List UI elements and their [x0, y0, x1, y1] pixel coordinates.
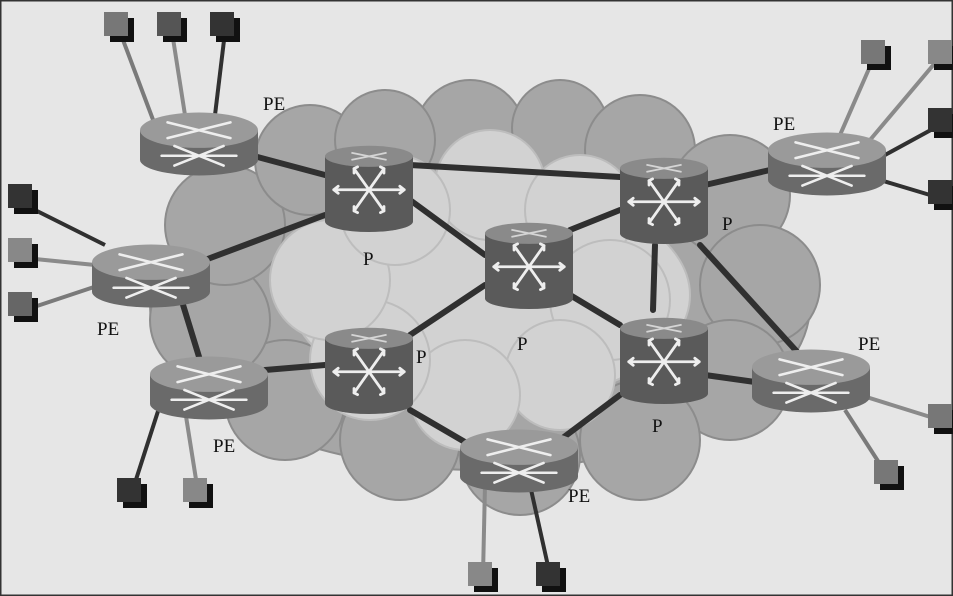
access-link: [481, 484, 487, 576]
link-p-tr-p-br: [650, 242, 658, 313]
access-link: [213, 31, 227, 116]
pe-label-top-right: PE: [773, 114, 795, 135]
access-link: [130, 404, 162, 493]
p-label-center: P: [517, 334, 528, 355]
pe-router-bottom-left: [148, 355, 270, 421]
terminal: [8, 184, 38, 214]
access-link: [170, 31, 187, 116]
p-router-bottom-left: [323, 326, 415, 416]
link-p-tl-p-c: [407, 197, 488, 258]
access-link: [118, 31, 157, 126]
pe-router-top-right: [766, 131, 888, 197]
p-label-bottom-left: P: [416, 347, 427, 368]
p-label-top-left: P: [363, 249, 374, 270]
terminal: [117, 478, 147, 508]
labels: P P P P P PE PE PE PE PE PE: [97, 94, 880, 507]
link-p-c-p-br: [567, 292, 623, 328]
link-p-bl-pe-b: [407, 407, 473, 448]
link-pe-l-p-tl: [202, 212, 328, 263]
terminal: [874, 460, 904, 490]
terminal: [183, 478, 213, 508]
terminal: [468, 562, 498, 592]
link-p-tl-p-tr: [407, 162, 623, 180]
pe-label-bottom: PE: [568, 486, 590, 507]
pe-label-top-left: PE: [263, 94, 285, 115]
backbone-links: [177, 152, 803, 448]
access-link: [859, 393, 941, 422]
terminal: [861, 40, 891, 70]
terminals: [8, 12, 953, 592]
link-p-c-p-tr: [567, 207, 623, 233]
link-pe-bl-p-bl: [262, 362, 328, 373]
p-router-center: [483, 221, 575, 311]
p-label-top-right: P: [722, 214, 733, 235]
terminal: [210, 12, 240, 42]
link-pe-tl-p-tl: [247, 152, 328, 178]
link-p-tr-pe-tr: [702, 167, 773, 188]
pe-label-bottom-left: PE: [213, 436, 235, 457]
terminal: [157, 12, 187, 42]
pe-label-right: PE: [858, 334, 880, 355]
terminal: [928, 180, 953, 210]
p-router-top-left: [323, 144, 415, 234]
pe-router-left: [90, 243, 212, 309]
p-router-bottom-right: [618, 316, 710, 406]
terminal: [928, 404, 953, 434]
link-pe-l-pe-bl: [177, 292, 203, 363]
pe-router-right: [750, 348, 872, 414]
terminal: [8, 238, 38, 268]
link-p-tr-pe-r: [697, 242, 803, 358]
p-router-top-right: [618, 156, 710, 246]
link-p-c-p-bl: [407, 282, 488, 338]
terminal: [928, 108, 953, 138]
p-label-bottom-right: P: [652, 416, 663, 437]
pe-router-bottom: [458, 428, 580, 494]
pe-router-top-left: [138, 111, 260, 177]
terminal: [8, 292, 38, 322]
terminal: [536, 562, 566, 592]
link-p-br-pe-r: [702, 372, 758, 385]
link-p-br-pe-b: [557, 392, 623, 443]
access-link: [868, 55, 942, 142]
access-link: [24, 203, 106, 247]
access-link: [528, 484, 552, 576]
pe-label-left: PE: [97, 319, 119, 340]
terminal: [928, 40, 953, 70]
terminal: [104, 12, 134, 42]
